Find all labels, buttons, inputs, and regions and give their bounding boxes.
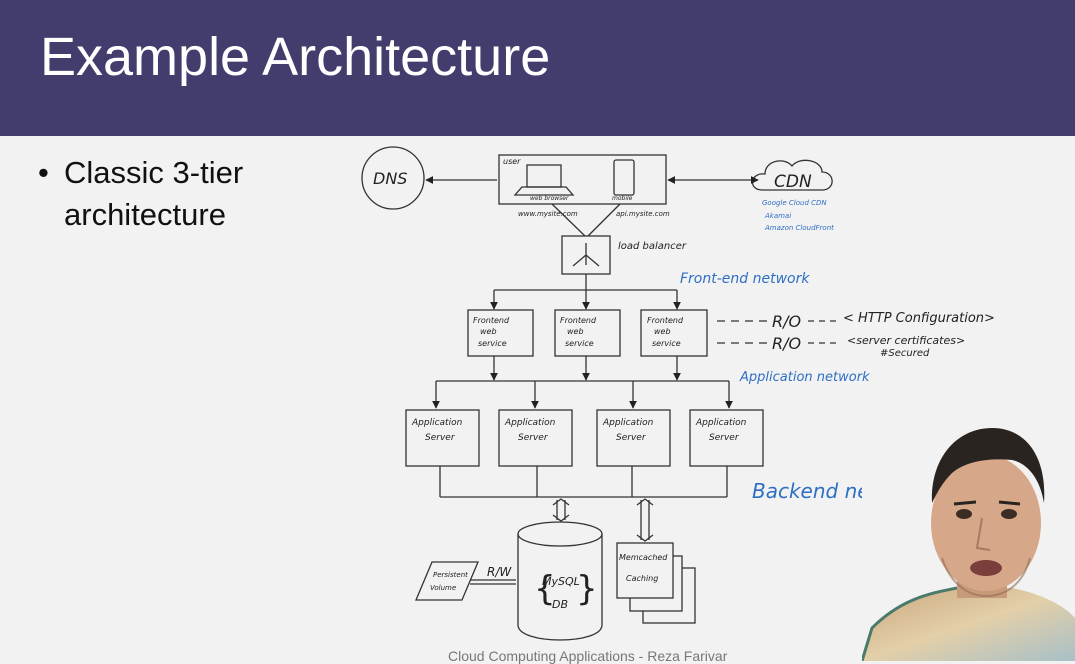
footer-text: Cloud Computing Applications - Reza Fari…: [448, 648, 728, 664]
frontend-3-line-2: web: [654, 327, 671, 336]
svg-text:Application Server: Application Server: [602, 418, 656, 443]
db-line-1: MySQL: [542, 575, 580, 588]
cdn-provider-2: Akamai: [764, 212, 791, 220]
cdn-cloud: [751, 159, 833, 191]
frontend-2-line-3: service: [565, 339, 594, 348]
db-line-2: DB: [552, 598, 568, 611]
secured-label: #Secured: [880, 348, 930, 359]
cdn-label: CDN: [774, 172, 812, 192]
http-config-label: HTTP Configuration: [858, 311, 984, 326]
app-server-box-2: [498, 409, 573, 467]
svg-text:Frontend web servi: Frontend web service: [647, 316, 686, 348]
bullet-point: • Classic 3-tier architecture: [38, 152, 243, 236]
app-server-box-1: [405, 409, 480, 467]
svg-text:Frontend web servi: Frontend web service: [473, 316, 512, 348]
app-2-line-2: Server: [518, 433, 549, 443]
svg-text:MySQL DB: MySQL DB: [542, 575, 583, 611]
svg-text:{: {: [534, 569, 556, 609]
dns-label: DNS: [373, 169, 407, 188]
api-url-label: api.mysite.com: [616, 210, 670, 218]
www-url-label: www.mysite.com: [518, 210, 578, 218]
mobile-icon: [613, 159, 635, 196]
svg-text:Application Server: Application Server: [411, 418, 465, 443]
web-browser-icon: [526, 164, 562, 188]
frontend-1-line-3: service: [478, 339, 507, 348]
frontend-network-label: Front-end network: [680, 271, 810, 287]
app-3-line-1: Application: [602, 418, 654, 428]
svg-text:Google Cloud CDN Akamai: Google Cloud CDN Akamai Amazon CloudFron…: [762, 199, 834, 232]
volume-line-1: Persistent: [433, 571, 468, 579]
frontend-3-line-3: service: [652, 339, 681, 348]
bullet-line-1: Classic 3-tier: [64, 155, 244, 190]
frontend-1-line-1: Frontend: [473, 316, 510, 325]
slide-title: Example Architecture: [40, 27, 551, 87]
web-browser-label: web browser: [530, 195, 569, 202]
frontend-box-1: [467, 309, 534, 357]
svg-text:Application Server: Application Server: [695, 418, 749, 443]
svg-text:<server certificates>: <server certificates>: [847, 334, 965, 347]
memcached-line-2: Caching: [626, 574, 658, 583]
cdn-provider-1: Google Cloud CDN: [762, 199, 827, 207]
svg-text:< HTTP Configuration>: < HTTP Configuration>: [843, 311, 995, 326]
frontend-2-line-2: web: [567, 327, 584, 336]
volume-line-2: Volume: [430, 584, 456, 592]
frontend-1-line-2: web: [480, 327, 497, 336]
frontend-box-3: [640, 309, 708, 357]
application-network-label: Application network: [739, 370, 870, 385]
cdn-provider-3: Amazon CloudFront: [764, 224, 834, 232]
mobile-label: mobile: [612, 195, 633, 202]
dns-circle: [361, 146, 425, 210]
frontend-2-line-1: Frontend: [560, 316, 597, 325]
memcached-box: [616, 542, 674, 599]
server-certs-label: server certificates: [856, 334, 956, 347]
load-balancer-label: load balancer: [618, 241, 687, 252]
frontend-3-line-1: Frontend: [647, 316, 684, 325]
ro-label-2: R/O: [772, 334, 801, 353]
svg-text:Frontend web servi: Frontend web service: [560, 316, 599, 348]
title-bar: Example Architecture: [0, 0, 1075, 136]
memcached-line-1: Memcached: [619, 553, 668, 562]
frontend-box-2: [554, 309, 621, 357]
user-label: user: [503, 157, 521, 166]
svg-text:Memcached Caching: Memcached Caching: [619, 553, 670, 583]
app-3-line-2: Server: [616, 433, 647, 443]
mysql-db-cylinder: [517, 534, 603, 641]
app-1-line-1: Application: [411, 418, 463, 428]
svg-text:Persistent Volume: Persistent Volume: [430, 571, 470, 592]
persistent-volume-box: [415, 561, 479, 601]
svg-text:}: }: [576, 569, 598, 609]
presenter-video: [862, 418, 1075, 661]
bullet-dot-icon: •: [38, 155, 49, 190]
app-server-box-3: [596, 409, 671, 467]
rw-label: R/W: [487, 565, 512, 579]
app-4-line-2: Server: [709, 433, 740, 443]
bullet-line-2: architecture: [64, 197, 226, 232]
app-4-line-1: Application: [695, 418, 747, 428]
app-2-line-1: Application: [504, 418, 556, 428]
svg-text:Application Server: Application Server: [504, 418, 558, 443]
ro-label-1: R/O: [772, 312, 801, 331]
user-box: [498, 154, 667, 205]
app-1-line-2: Server: [425, 433, 456, 443]
